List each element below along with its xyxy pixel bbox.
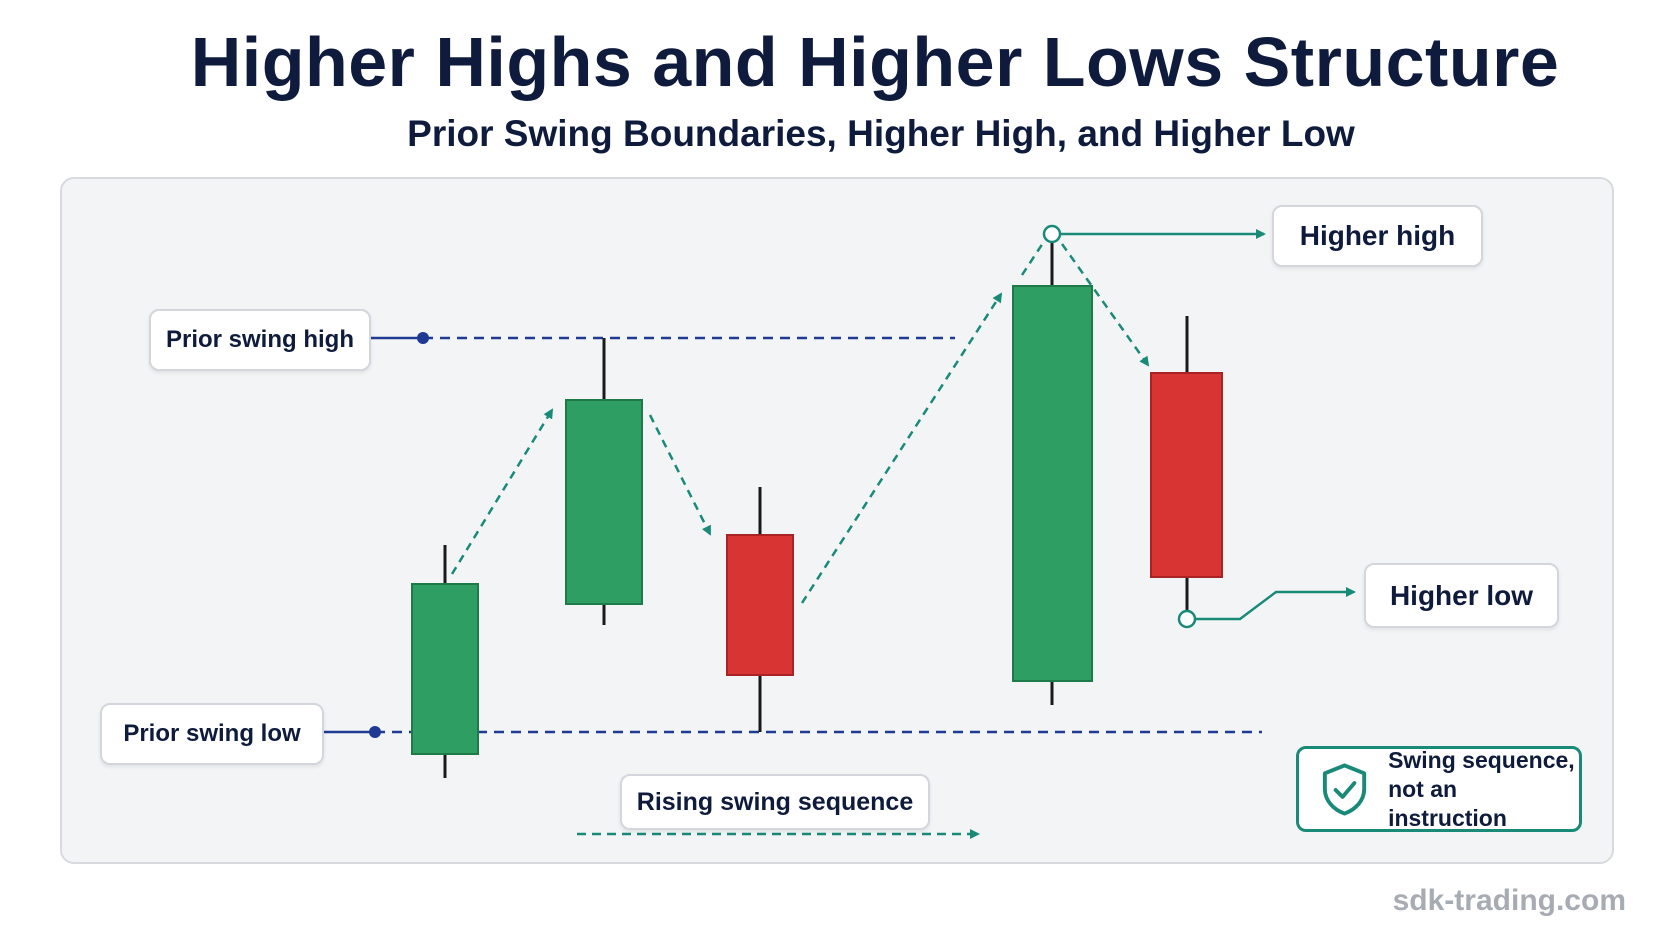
swing-arrow-up-1	[450, 408, 554, 575]
candle-3-bearish	[726, 487, 794, 732]
disclaimer-line-1: Swing sequence,	[1388, 746, 1575, 773]
higher-high-label: Higher high	[1272, 205, 1483, 267]
higher-low-label: Higher low	[1364, 563, 1559, 628]
diagram-subtitle: Prior Swing Boundaries, Higher High, and…	[407, 113, 1355, 154]
diagram-title: Higher Highs and Higher Lows Structure	[190, 23, 1560, 101]
candle-2-bullish	[565, 338, 643, 625]
rising-swing-sequence-label: Rising swing sequence	[620, 774, 930, 830]
disclaimer-line-2: not an instruction	[1388, 775, 1507, 831]
higher-high-marker	[1042, 224, 1062, 244]
swing-arrow-peak-up	[1020, 242, 1045, 276]
disclaimer-note: Swing sequence, not an instruction	[1296, 746, 1582, 832]
candle-5-bearish	[1150, 316, 1223, 619]
candle-4-bullish	[1012, 234, 1093, 705]
candle-1-bullish	[411, 545, 479, 778]
swing-arrow-down-1	[648, 414, 712, 536]
footer-watermark: sdk-trading.com	[1392, 884, 1626, 917]
higher-low-pointer	[1195, 587, 1356, 621]
swing-arrow-up-2	[800, 292, 1003, 604]
shield-check-icon	[1322, 763, 1367, 816]
higher-low-marker	[1177, 609, 1197, 629]
disclaimer-text: Swing sequence, not an instruction	[1388, 746, 1579, 833]
prior-swing-low-label: Prior swing low	[100, 703, 324, 765]
swing-arrow-down-2	[1060, 243, 1150, 367]
prior-swing-high-label: Prior swing high	[149, 309, 371, 371]
